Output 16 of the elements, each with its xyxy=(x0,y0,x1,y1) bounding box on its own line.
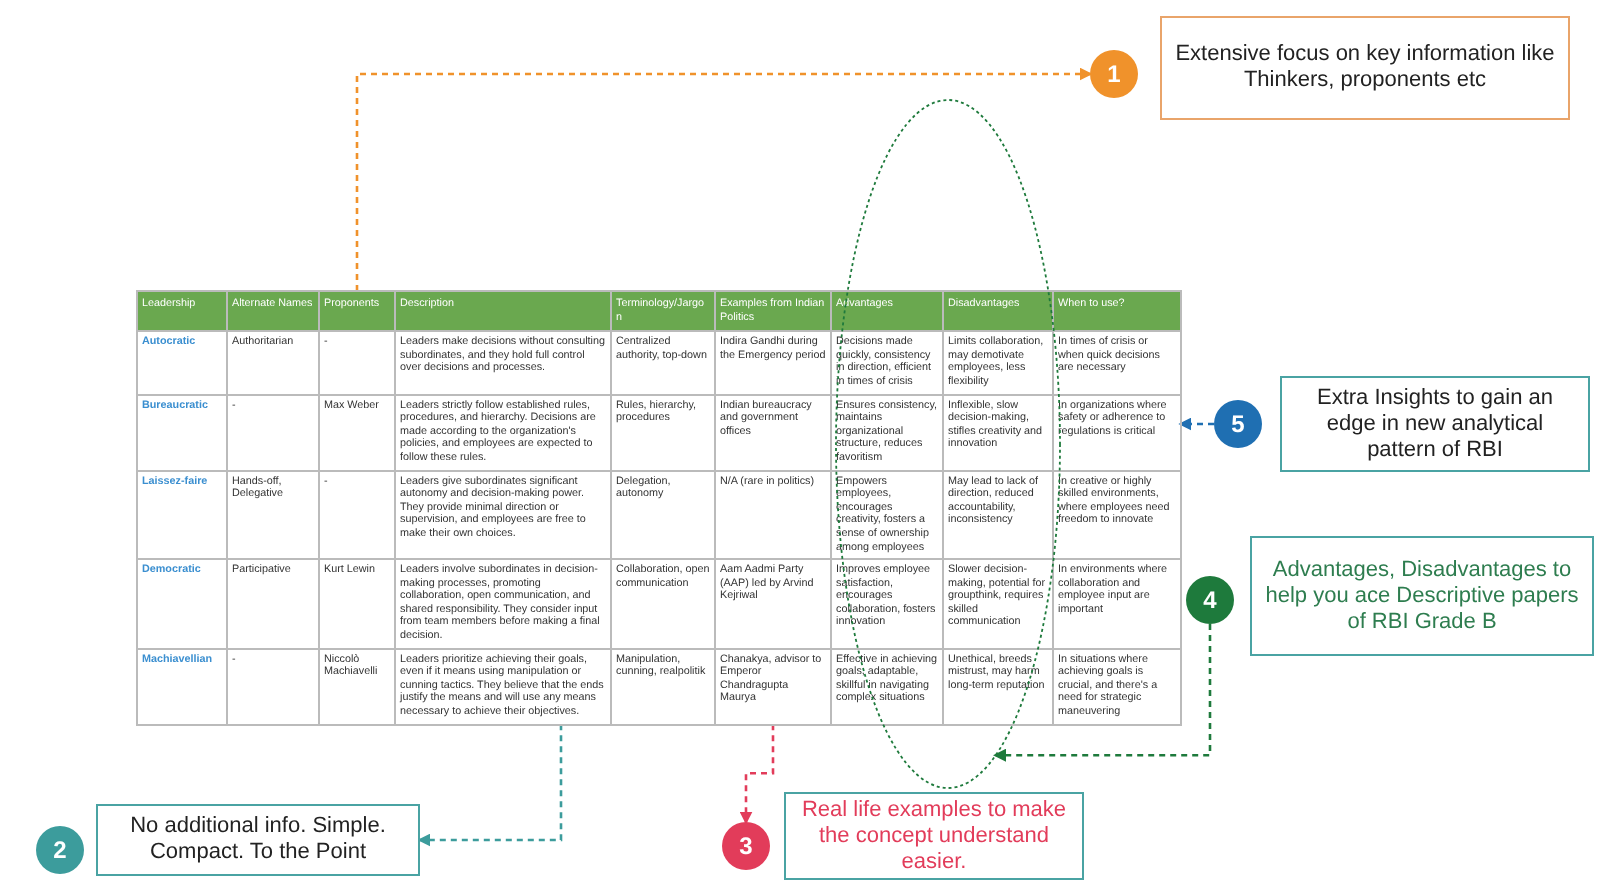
callout-number: 2 xyxy=(36,826,84,874)
callout-box: Advantages, Disadvantages to help you ace Descriptive papers of RBI Grade B xyxy=(1250,536,1594,656)
callout-number: 4 xyxy=(1186,576,1234,624)
callout-number: 5 xyxy=(1214,400,1262,448)
callout-box: Extra Insights to gain an edge in new analytical pattern of RBI xyxy=(1280,376,1590,472)
arrow xyxy=(739,724,775,825)
callout-number: 1 xyxy=(1090,50,1138,98)
callout-box: No additional info. Simple. Compact. To the Point xyxy=(96,804,420,876)
arrow xyxy=(1178,417,1214,431)
arrow xyxy=(993,624,1212,762)
arrow xyxy=(355,67,1093,291)
dotted-ellipse xyxy=(835,99,1061,789)
callout-box: Extensive focus on key information like Thinkers, proponents etc xyxy=(1160,16,1570,120)
arrow xyxy=(417,724,563,847)
callout-box: Real life examples to make the concept understand easier. xyxy=(784,792,1084,880)
callout-number: 3 xyxy=(722,822,770,870)
